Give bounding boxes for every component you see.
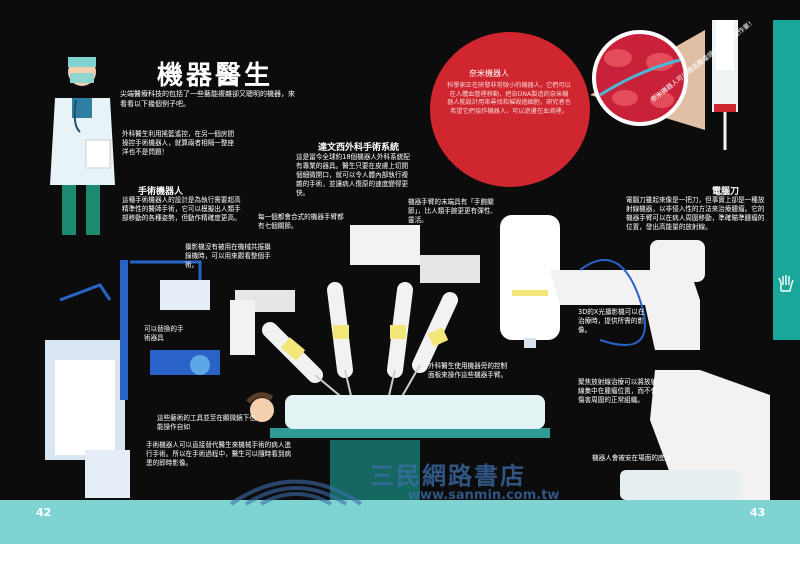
da-vinci-heading: 達文西外科手術系統	[318, 143, 400, 153]
label-swappable-tools: 可以替換的手術器具	[144, 325, 184, 342]
surgeon-note: 外科醫生利用搖籃遙控，在另一個房間操控手術機器人，就算兩者相隔一整座洋也不是問題…	[122, 130, 235, 156]
label-beam-focus: 聚焦放射線治療可以將放射線集中在腫瘤位置，而不會傷害周圍的正常組織。	[578, 378, 658, 404]
bottom-margin	[0, 544, 800, 562]
da-vinci-body: 這是當今全球約18個機器人外科系統配有專業的器具。醫生只要在皮膚上切開個細微開口…	[296, 153, 410, 197]
cyberknife-heading: 電腦刀	[712, 187, 740, 197]
label-arm-count: 每一個都會合式的機器手臂都有七個關節。	[258, 213, 344, 230]
label-tiny-tools: 這些藝術的工具並至在顯微鏡下也能操作自如	[157, 414, 256, 431]
page-number-left: 42	[36, 506, 52, 519]
da-vinci-robot	[230, 225, 550, 500]
label-replace-doctor: 手術機器人可以直接替代醫生來機械手術的病人進行手術。所以在手術過程中，醫生可以隨…	[146, 441, 292, 467]
label-camera-arm: 攝影機沒有被用在機械共振攝錄機時，可以用來觀看整個手術。	[185, 243, 271, 269]
cyberknife-body: 電腦刀雖起來像是一把刀，但事實上卻是一種放射線機器，以非侵入性的方法來治療腫瘤。…	[626, 196, 765, 231]
surgical-robot-machine	[45, 260, 220, 498]
nano-body: 科學家正在研發非常微小的機器人，它們可以在人體血管裡移動，把奈DNA製造的奈米機…	[447, 82, 571, 115]
cyberknife-machine	[500, 215, 770, 500]
surgical-robot-heading: 手術機器人	[138, 187, 184, 197]
floor-band	[0, 500, 800, 544]
label-end-tool: 機器手臂的末端具有「手腕關節」，比人類手腕更更有彈性、靈活。	[408, 198, 498, 224]
side-tab	[773, 20, 800, 340]
surgical-robot-body: 這種手術機器人的設計是為執行需要超高精準性的醫師手術，它可以模擬出人類手部移動的…	[122, 196, 241, 222]
page-number-right: 43	[750, 506, 766, 519]
intro-text: 尖端醫療科技的包括了一些藝能複雜卻又聰明的機器，來看看以下幾個例子吧。	[120, 90, 295, 108]
hand-xray-icon	[778, 275, 794, 292]
label-patient-bed: 機器人會被安在場面的底座上	[592, 454, 678, 462]
nano-heading: 奈米機器人	[469, 69, 509, 78]
label-console: 外科醫生使用機器旁的控制面板來操作這些機器手臂。	[428, 362, 508, 379]
label-xray-3d: 3D的X光攝影機可以在治療時，提供所需的影像。	[578, 308, 645, 334]
page-title: 機器醫生	[157, 61, 274, 91]
nano-robot-circle	[430, 32, 590, 187]
magnifier-blood-cells	[590, 30, 705, 130]
doctor-figure	[50, 57, 115, 235]
syringe	[712, 20, 738, 150]
